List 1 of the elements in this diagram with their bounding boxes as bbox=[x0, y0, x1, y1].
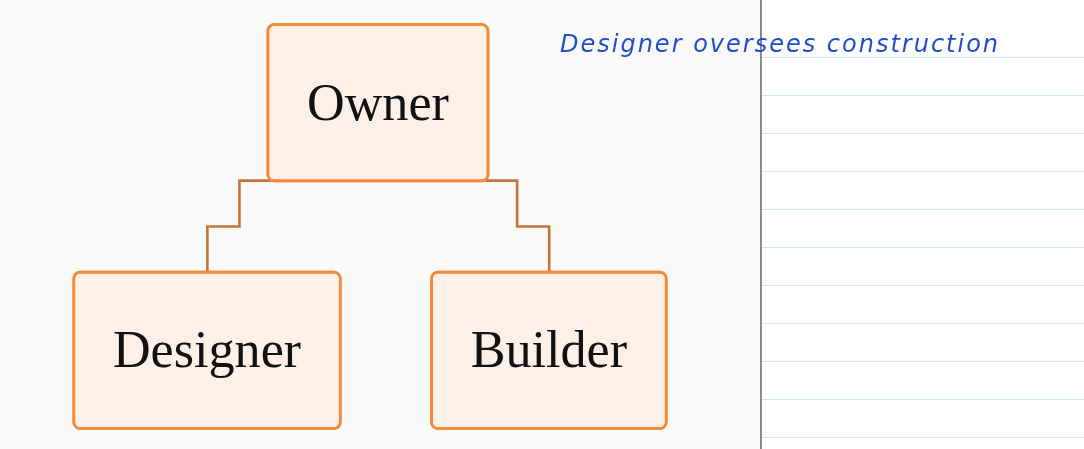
handwritten-note: Designer oversees construction bbox=[560, 30, 1001, 58]
